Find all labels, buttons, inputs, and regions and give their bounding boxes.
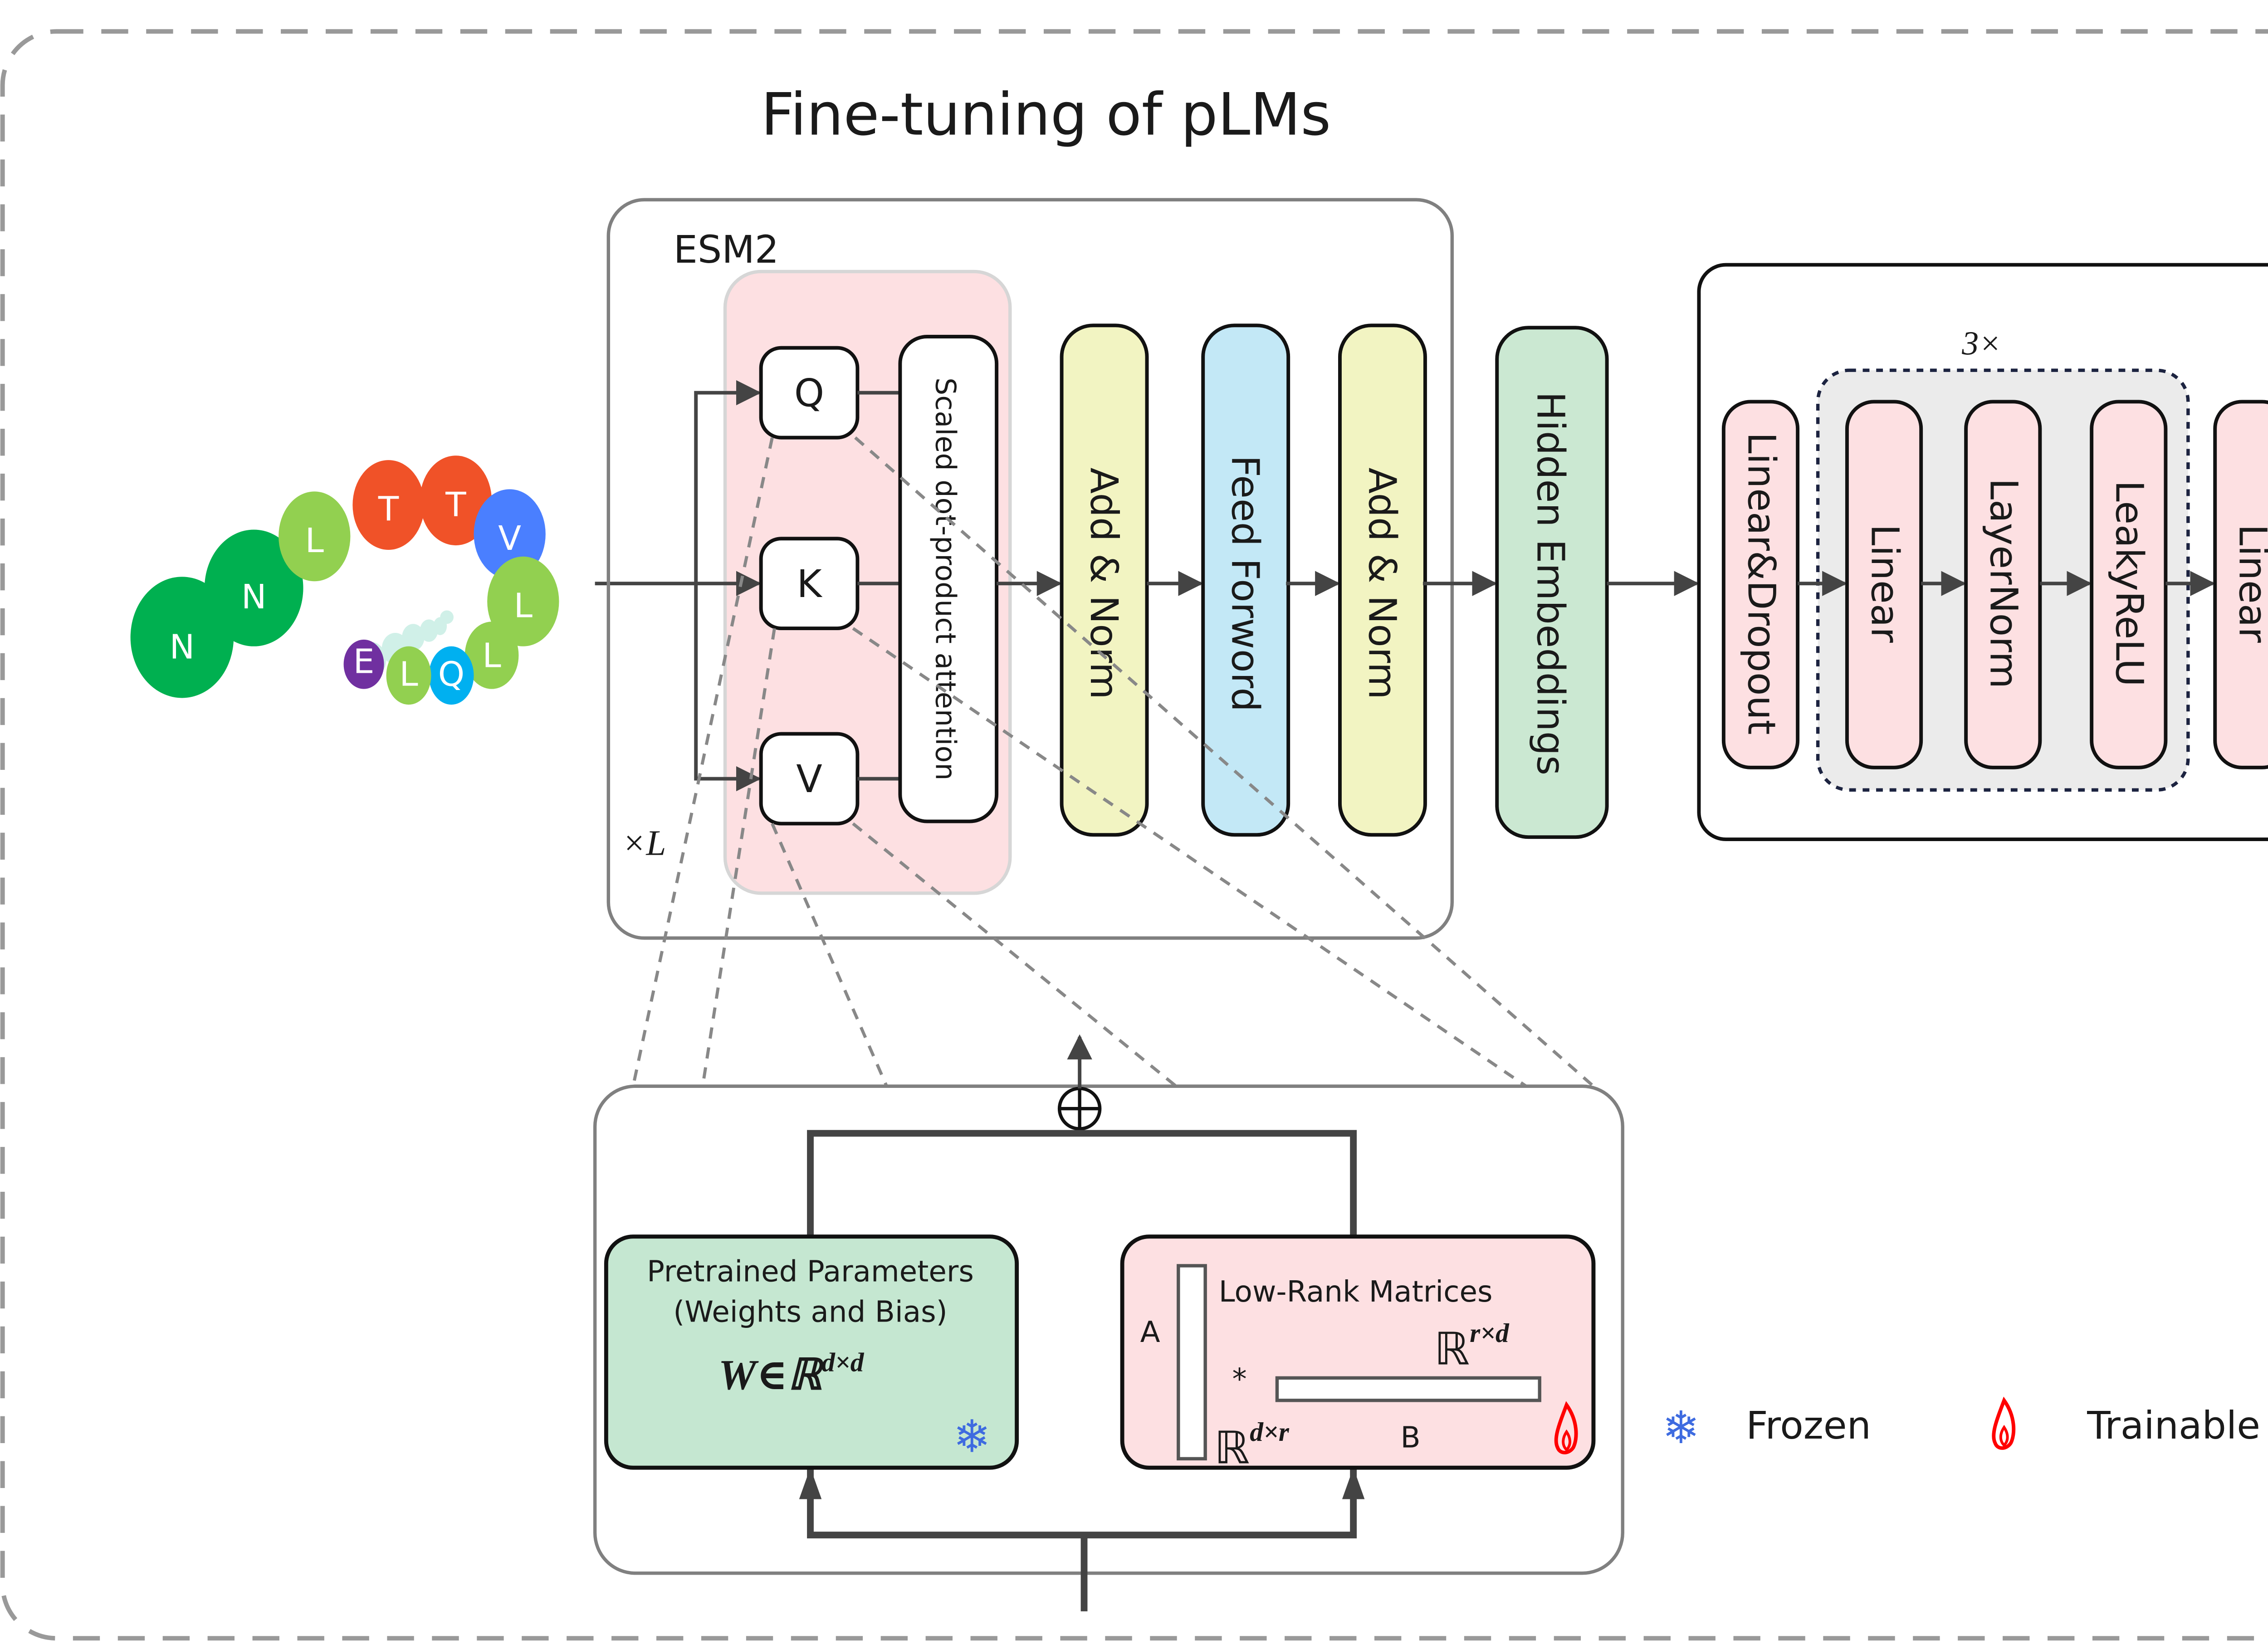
q-input-arrow	[694, 380, 762, 584]
residue-letter: E	[353, 642, 375, 681]
residue: V	[474, 489, 546, 579]
svg-text:Pretrained Parameters: Pretrained Parameters	[647, 1255, 974, 1289]
esm2-block-add-norm: Add & Norm	[1060, 323, 1149, 837]
residue-trail-dot	[402, 624, 425, 651]
matrix-b	[1275, 1376, 1541, 1402]
residue: L	[487, 556, 559, 646]
layer-label: Linear	[1862, 524, 1907, 643]
svg-text:W∈ℝd×d: W∈ℝd×d	[719, 1347, 865, 1399]
esm2-block-feed-forword: Feed Forword	[1201, 323, 1290, 837]
k-node: K	[759, 537, 860, 631]
residue-trail-dot	[420, 619, 438, 642]
residue: Q	[429, 646, 474, 705]
svg-text:K: K	[797, 562, 822, 606]
classifier-layer: LayerNorm	[1964, 400, 2042, 769]
residue-letter: L	[514, 586, 533, 625]
v-node: V	[759, 732, 860, 826]
svg-text:A: A	[1140, 1315, 1160, 1349]
residue-circle	[352, 460, 425, 550]
residue: L	[386, 646, 431, 705]
esm2-box	[606, 198, 1454, 940]
classifier-layer: LeakyReLU	[2090, 400, 2168, 769]
legend-frozen-label: Frozen	[1746, 1403, 1871, 1448]
legend-snowflake-icon: ❄	[1662, 1404, 1700, 1453]
esm2-block-add-norm: Add & Norm	[1338, 323, 1427, 837]
snowflake-icon: ❄	[953, 1413, 991, 1462]
flame-icon	[1554, 1401, 1578, 1454]
sum-node	[1057, 1087, 1102, 1131]
pretrained-parameters-block: Pretrained Parameters (Weights and Bias)…	[604, 1234, 1019, 1470]
residue-circle	[279, 491, 351, 582]
residue-letter: L	[305, 521, 324, 560]
residue-letter: Q	[438, 655, 464, 694]
layer-label: LayerNorm	[1982, 478, 2026, 689]
classifier-layer: Linear	[1845, 400, 1923, 769]
scaled-dot-product-attention: Scaled dot-product attention	[898, 335, 999, 823]
residue-circle	[386, 646, 431, 705]
residue: E	[343, 639, 384, 689]
block-label: Add & Norm	[1082, 468, 1126, 700]
matrix-a	[1177, 1264, 1207, 1461]
block-label: Feed Forword	[1223, 455, 1268, 711]
repeat-l-label: ×L	[622, 823, 666, 863]
projection-lines	[631, 436, 1595, 1088]
q-node: Q	[759, 346, 860, 440]
svg-text:(Weights and Bias): (Weights and Bias)	[673, 1295, 947, 1329]
residue: N	[204, 529, 303, 646]
layer-label: Linear	[2231, 524, 2268, 643]
classifier-layer: Linear	[2213, 400, 2268, 769]
legend-flame-icon	[1992, 1396, 2016, 1450]
residue: T	[352, 460, 425, 550]
residue-letter: N	[170, 628, 195, 667]
svg-text:Scaled dot-product attention: Scaled dot-product attention	[929, 377, 962, 780]
svg-text:Q: Q	[794, 371, 824, 415]
residue-letter: L	[482, 636, 501, 675]
hidden-embeddings-block: Hidden Embeddings	[1495, 326, 1609, 839]
residue-circle	[204, 529, 303, 646]
residue-circle	[429, 646, 474, 705]
svg-text:ℝr×d: ℝr×d	[1434, 1318, 1510, 1375]
residue-circle	[420, 455, 492, 546]
residue-circle	[343, 639, 384, 689]
svg-text:Low-Rank Matrices: Low-Rank Matrices	[1219, 1275, 1493, 1309]
page-title: Fine-tuning of pLMs	[761, 81, 1331, 149]
residue-letter: T	[445, 485, 466, 524]
svg-text:*: *	[1232, 1362, 1247, 1396]
residue-trail-dot	[440, 610, 454, 624]
v-input-arrow	[694, 583, 762, 792]
residue-circle	[464, 622, 519, 689]
residue-circle	[474, 489, 546, 579]
layer-label: LeakyReLU	[2107, 480, 2152, 687]
merge-lines	[807, 1130, 1357, 1239]
svg-text:B: B	[1401, 1421, 1421, 1455]
esm2-label: ESM2	[674, 227, 779, 272]
residue: L	[279, 491, 351, 582]
residue-letter: N	[241, 578, 267, 617]
svg-text:Hidden Embeddings: Hidden Embeddings	[1528, 392, 1573, 775]
residue: L	[464, 622, 519, 689]
repeat-3x-label: 3×	[1961, 325, 2001, 362]
residue-letter: L	[399, 655, 418, 694]
residue: T	[420, 455, 492, 546]
svg-text:ℝd×r: ℝd×r	[1214, 1417, 1290, 1474]
fine-tuning-frame	[0, 29, 2268, 1641]
svg-text:V: V	[796, 757, 822, 801]
legend: ❄ Frozen Trainable	[1662, 1396, 2260, 1453]
residue-circle	[487, 556, 559, 646]
residue-letter: T	[378, 490, 399, 529]
legend-trainable-label: Trainable	[2087, 1403, 2260, 1448]
layer-label: Linear&Dropout	[1739, 432, 1784, 735]
block-label: Add & Norm	[1360, 468, 1404, 700]
low-rank-matrices-block: Low-Rank Matrices A B * ℝd×r ℝr×d	[1120, 1234, 1596, 1474]
residue-letter: V	[498, 519, 521, 558]
classifier-layer: Linear&Dropout	[1721, 400, 1800, 769]
